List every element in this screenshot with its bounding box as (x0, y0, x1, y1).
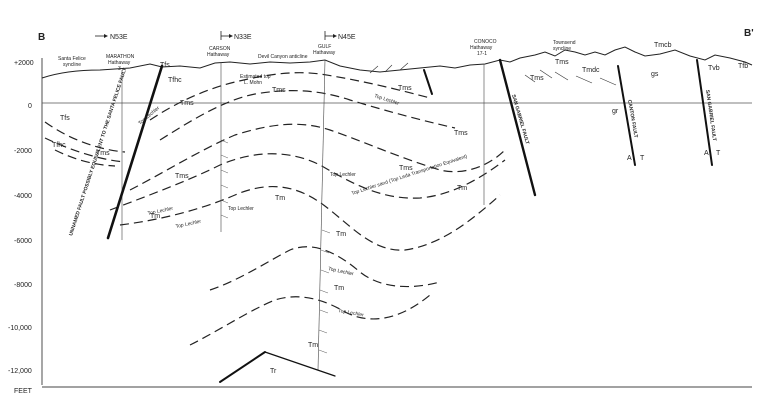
formation-label: Tr (270, 368, 277, 375)
fault-label-san-gabriel-east: SAN GABRIEL FAULT (704, 89, 717, 141)
faults (106, 58, 713, 383)
formation-label: Tm (457, 185, 467, 192)
topographic-profile (41, 46, 753, 79)
formation-label: gr (612, 108, 619, 115)
formation-label: Tm (308, 342, 318, 349)
formation-label: Tvb (708, 65, 720, 72)
horizon-label-estimated-top-2: L. Mohn (244, 80, 262, 86)
well-gulf (317, 59, 326, 371)
formation-label: Tfhc (168, 77, 182, 84)
axis-tick-label: -8000 (14, 282, 32, 289)
well-label-conoco-2: Hathaway (470, 45, 493, 51)
formation-label: Tfhc (52, 142, 66, 149)
wells (121, 59, 485, 371)
bearing-marker-2: N33E (220, 31, 252, 41)
axis-tick-label: +2000 (14, 60, 34, 67)
horizon-label: Top Lechler (373, 93, 400, 107)
well-label-gulf-2: Hathaway (313, 50, 336, 56)
well-hachures (220, 139, 331, 354)
horizon-label: Top Lechler (328, 266, 355, 277)
bearing-label-3: N45E (338, 34, 356, 41)
stratigraphic-horizons (44, 72, 506, 346)
axis-tick-label: -10,000 (8, 325, 32, 332)
axis-tick-label: 0 (28, 103, 32, 110)
fault-canton (617, 65, 636, 166)
bearing-marker-1: N53E (95, 34, 128, 41)
formation-label: Tmcb (654, 42, 672, 49)
axis-tick-label: -12,000 (8, 368, 32, 375)
formation-label: Tms (96, 150, 110, 157)
horizon-label: Top Lechler (338, 308, 365, 318)
formation-label: Tms (454, 130, 468, 137)
fault-minor (423, 69, 433, 95)
horizon-label: Top Lechler (228, 206, 254, 212)
well-label-marathon-2: Hathaway (108, 60, 131, 66)
structure-devil-canyon: Devil Canyon anticline (258, 54, 308, 60)
well-label-marathon-3: 3 (118, 66, 121, 72)
fault-san-gabriel (498, 58, 537, 197)
horizon-label: Top Lechler (330, 172, 356, 178)
formation-label: Tm (275, 195, 285, 202)
fault-motion-away: A (704, 150, 709, 157)
formation-label: Tms (530, 75, 544, 82)
fault-san-gabriel-east (696, 59, 713, 166)
formation-label: Tms (398, 85, 412, 92)
depth-axis: +2000 0 -2000 -4000 -6000 -8000 -10,000 … (8, 58, 43, 395)
formation-label: Tms (555, 59, 569, 66)
fault-motion-away: A (627, 155, 632, 162)
fault-santa-felice (106, 64, 164, 240)
axis-tick-label: -6000 (14, 238, 32, 245)
structure-townsend: Townsend (553, 40, 576, 46)
surface-relief-marks (369, 62, 617, 86)
formation-label: Tms (175, 173, 189, 180)
bearing-label-2: N33E (234, 34, 252, 41)
formation-label: Tfs (160, 62, 170, 69)
formation-label: gs (651, 71, 659, 78)
bearing-marker-3: N45E (324, 31, 356, 41)
well-label-conoco-3: 17-1 (477, 51, 487, 57)
basement-contact (219, 351, 266, 383)
well-label-carson-2: Hathaway (207, 52, 230, 58)
formation-label: Tmdc (582, 67, 600, 74)
structure-townsend-type: syncline (553, 46, 571, 52)
formation-label: Tm (334, 285, 344, 292)
horizon-label: Top Lechler (175, 219, 202, 230)
formation-label: Tms (272, 87, 286, 94)
axis-unit-label: FEET (14, 388, 33, 395)
axis-tick-label: -2000 (14, 148, 32, 155)
formation-label: Tms (399, 165, 413, 172)
well-label-marathon: MARATHON (106, 54, 135, 60)
fault-motion-toward: T (640, 155, 645, 162)
fault-motion-toward: T (716, 150, 721, 157)
well-label-gulf: GULF (318, 44, 331, 50)
section-end-label: B' (744, 28, 754, 39)
well-label-conoco: CONOCO (474, 39, 497, 45)
formation-label: Tfs (60, 115, 70, 122)
well-label-carson: CARSON (209, 46, 231, 52)
bearing-label-1: N53E (110, 34, 128, 41)
basement-surface (264, 351, 336, 377)
structure-santa-felice: Santa Felice (58, 56, 86, 62)
formation-label: Tm (150, 213, 160, 220)
formation-label: Tfb (738, 63, 748, 70)
horizon-label: Top Lechler (147, 206, 174, 217)
formation-label: Tm (336, 231, 346, 238)
axis-tick-label: -4000 (14, 193, 32, 200)
formation-label: Tms (180, 100, 194, 107)
structure-santa-felice-type: syncline (63, 62, 81, 68)
fault-label-unnamed: UNNAMED FAULT POSSIBLY EQUIVALENT TO THE… (68, 67, 128, 236)
horizon-label-estimated-top: Estimated top (240, 74, 271, 80)
section-start-label: B (38, 32, 45, 43)
